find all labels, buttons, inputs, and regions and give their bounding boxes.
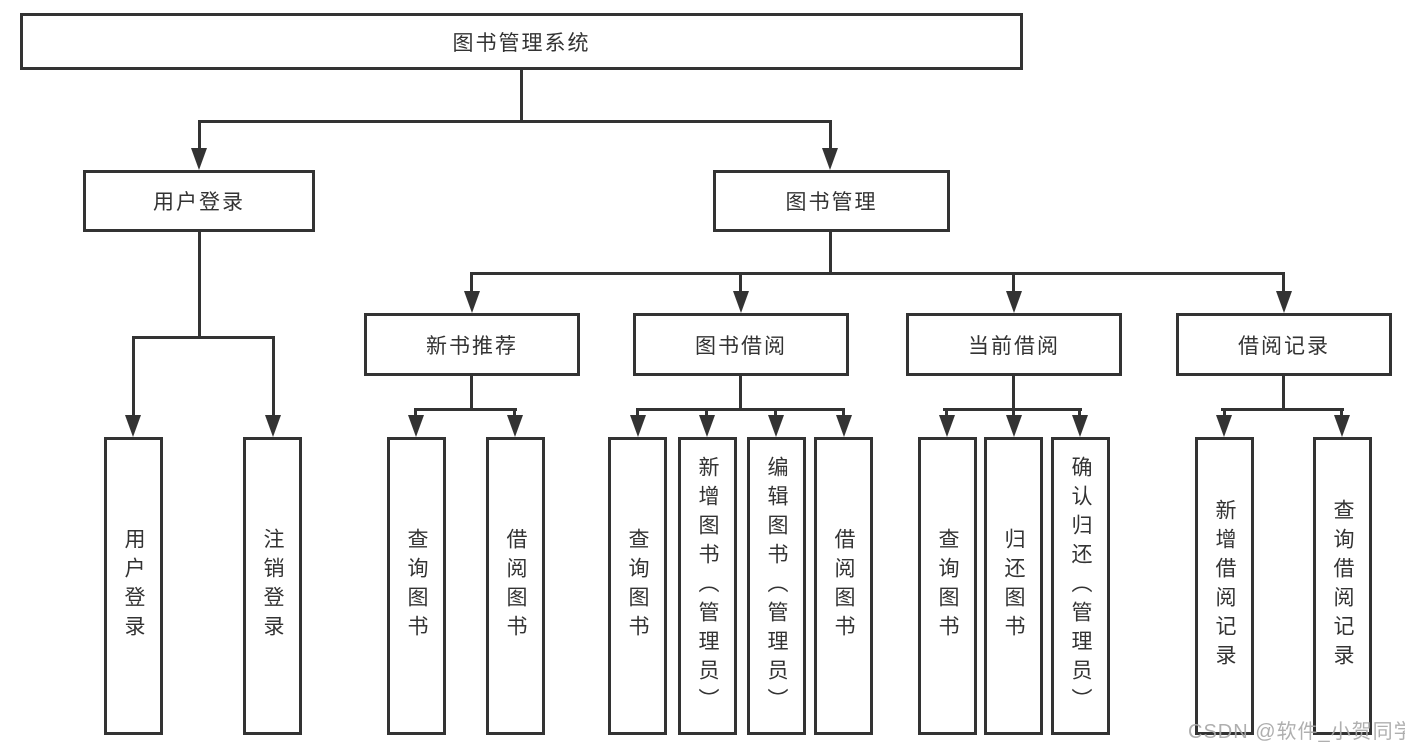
arrowhead-icon [836, 415, 852, 437]
node-borrow-records: 借阅记录 [1176, 313, 1392, 376]
node-book-borrow: 图书借阅 [633, 313, 849, 376]
connector-line [842, 408, 845, 418]
connector-line [1340, 408, 1343, 418]
connector-line [1012, 408, 1015, 418]
connector-line [636, 408, 845, 411]
connector-line [1223, 408, 1226, 418]
node-current-borrow: 当前借阅 [906, 313, 1122, 376]
connector-line [132, 336, 135, 416]
leaf-query-books-recommend-label: 查询图书 [405, 528, 428, 644]
node-current-borrow-label: 当前借阅 [968, 334, 1060, 358]
node-book-management: 图书管理 [713, 170, 950, 232]
leaf-query-borrow-record: 查询借阅记录 [1313, 437, 1372, 735]
arrowhead-icon [733, 291, 749, 313]
arrowhead-icon [507, 415, 523, 437]
leaf-logout: 注销登录 [243, 437, 302, 735]
node-new-book-recommend-label: 新书推荐 [426, 334, 518, 358]
connector-line [470, 272, 1285, 275]
connector-line [705, 408, 708, 418]
node-user-login-label: 用户登录 [153, 191, 245, 214]
arrowhead-icon [768, 415, 784, 437]
leaf-borrow-books-recommend: 借阅图书 [486, 437, 545, 735]
watermark: CSDN @软件_小贺同学 [1188, 721, 1405, 743]
node-book-borrow-label: 图书借阅 [695, 334, 787, 358]
arrowhead-icon [1276, 291, 1292, 313]
connector-line [414, 408, 517, 411]
arrowhead-icon [191, 148, 207, 170]
arrowhead-icon [265, 415, 281, 437]
leaf-borrow-books-recommend-label: 借阅图书 [504, 528, 527, 644]
leaf-add-book-admin: 新增图书（管理员） [678, 437, 737, 735]
connector-line [520, 70, 523, 120]
arrowhead-icon [1334, 415, 1350, 437]
connector-line [272, 336, 275, 416]
leaf-add-borrow-record-label: 新增借阅记录 [1213, 499, 1236, 673]
arrowhead-icon [125, 415, 141, 437]
node-borrow-records-label: 借阅记录 [1238, 334, 1330, 358]
leaf-query-books-borrow: 查询图书 [608, 437, 667, 735]
node-root-label: 图书管理系统 [452, 31, 591, 55]
leaf-query-books-borrow-label: 查询图书 [626, 528, 649, 644]
connector-line [414, 408, 417, 418]
connector-line [198, 232, 201, 336]
arrowhead-icon [699, 415, 715, 437]
leaf-edit-book-admin: 编辑图书（管理员） [747, 437, 806, 735]
node-root: 图书管理系统 [20, 13, 1023, 70]
leaf-query-books-current-label: 查询图书 [936, 528, 959, 644]
node-new-book-recommend: 新书推荐 [364, 313, 580, 376]
leaf-query-borrow-record-label: 查询借阅记录 [1331, 499, 1354, 673]
connector-line [829, 120, 832, 150]
connector-line [1282, 272, 1285, 292]
arrowhead-icon [1006, 415, 1022, 437]
connector-line [1012, 272, 1015, 292]
leaf-add-borrow-record: 新增借阅记录 [1195, 437, 1254, 735]
leaf-logout-label: 注销登录 [261, 528, 284, 644]
connector-line [1221, 408, 1344, 411]
leaf-confirm-return-admin-label: 确认归还（管理员） [1069, 455, 1092, 717]
node-book-management-label: 图书管理 [785, 191, 878, 214]
connector-line [829, 232, 832, 272]
connector-line [470, 376, 473, 408]
connector-line [1012, 376, 1015, 408]
leaf-borrow-books: 借阅图书 [814, 437, 873, 735]
arrowhead-icon [630, 415, 646, 437]
leaf-query-books-current: 查询图书 [918, 437, 977, 735]
arrowhead-icon [408, 415, 424, 437]
arrowhead-icon [464, 291, 480, 313]
leaf-add-book-admin-label: 新增图书（管理员） [696, 455, 719, 717]
arrowhead-icon [1072, 415, 1088, 437]
connector-line [739, 272, 742, 292]
leaf-borrow-books-label: 借阅图书 [832, 528, 855, 644]
leaf-return-book-label: 归还图书 [1002, 528, 1025, 644]
leaf-confirm-return-admin: 确认归还（管理员） [1051, 437, 1110, 735]
leaf-edit-book-admin-label: 编辑图书（管理员） [765, 455, 788, 717]
connector-line [636, 408, 639, 418]
connector-line [470, 272, 473, 292]
leaf-user-login-label: 用户登录 [122, 528, 145, 644]
connector-line [774, 408, 777, 418]
leaf-user-login: 用户登录 [104, 437, 163, 735]
arrowhead-icon [1006, 291, 1022, 313]
connector-line [198, 120, 832, 123]
arrowhead-icon [1216, 415, 1232, 437]
connector-line [132, 336, 275, 339]
connector-line [945, 408, 948, 418]
leaf-return-book: 归还图书 [984, 437, 1043, 735]
connector-line [739, 376, 742, 408]
node-user-login: 用户登录 [83, 170, 315, 232]
connector-line [198, 120, 201, 150]
connector-line [1078, 408, 1081, 418]
connector-line [513, 408, 516, 418]
arrowhead-icon [822, 148, 838, 170]
leaf-query-books-recommend: 查询图书 [387, 437, 446, 735]
connector-line [1282, 376, 1285, 408]
arrowhead-icon [939, 415, 955, 437]
